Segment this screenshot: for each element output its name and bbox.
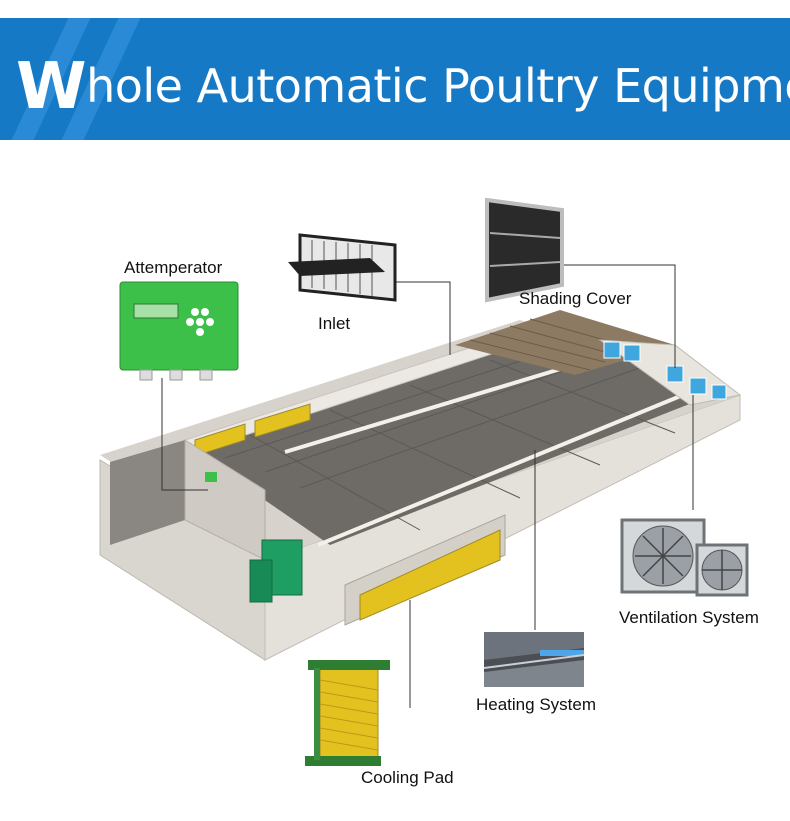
inlet-label: Inlet: [318, 314, 351, 333]
cooling-pad-label: Cooling Pad: [361, 768, 454, 787]
shading-cover-device: [485, 197, 564, 303]
exhaust-fan: [623, 344, 641, 362]
end-wall-fans: [603, 341, 727, 400]
page-title: Whole Automatic Poultry Equipment: [16, 50, 790, 124]
heater-blue: [540, 650, 584, 656]
shading-panel: [485, 197, 564, 303]
inlet-callout-line: [378, 281, 451, 355]
boiler-unit: [249, 559, 273, 603]
house-floor: [185, 332, 720, 545]
exhaust-fan: [603, 341, 621, 359]
shading-cover-callout-line: [562, 264, 676, 368]
heating-pipe: [317, 386, 701, 547]
poultry-house: [99, 310, 742, 661]
shading-cover-label: Shading Cover: [519, 289, 632, 308]
controller-mount: [205, 472, 217, 482]
title-rest: hole Automatic Poultry Equipment: [86, 59, 790, 113]
cooling-pad-device: [305, 660, 390, 766]
roof-shading: [455, 310, 675, 375]
inlet-window: [254, 403, 311, 438]
exhaust-fan: [711, 384, 727, 400]
controller-body: [119, 281, 239, 371]
exhaust-fan: [689, 377, 707, 395]
callout-lines: [161, 264, 694, 708]
heating-system-photo: [483, 632, 585, 687]
cooling-pad-bottom-rail: [305, 756, 381, 766]
controller-display: [133, 303, 179, 319]
ventilation-system-label: Ventilation System: [619, 608, 759, 627]
cooling-pad-panel: [359, 529, 501, 621]
attemperator-callout-line: [161, 378, 208, 491]
attemperator-device: [119, 281, 239, 381]
inlet-device: [288, 233, 397, 302]
title-banner: Whole Automatic Poultry Equipment: [0, 18, 790, 140]
ventilation-device: [620, 518, 749, 597]
exhaust-fan: [666, 365, 684, 383]
control-room-floor: [110, 440, 185, 545]
attemperator-label: Attemperator: [124, 258, 223, 277]
heating-system-label: Heating System: [476, 695, 596, 714]
cooling-pad-top-rail: [308, 660, 390, 670]
inlet-flap: [288, 258, 385, 276]
title-first-letter: W: [16, 50, 87, 124]
